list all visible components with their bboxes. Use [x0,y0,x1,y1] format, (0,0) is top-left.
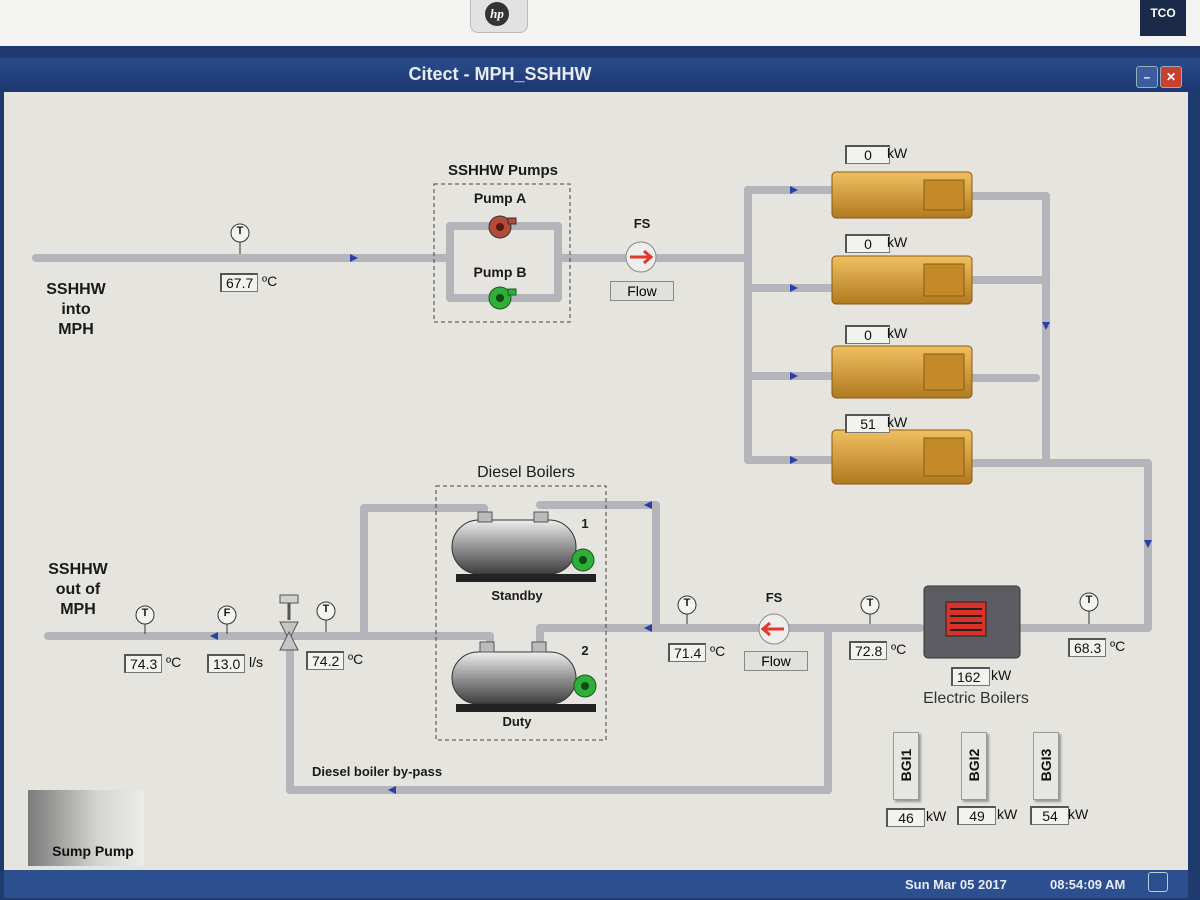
t-tag-inlet: T [236,225,244,237]
flow-arrows [210,186,1152,794]
bypass-label: Diesel boiler by-pass [312,764,443,779]
outlet-flow-unit: l/s [249,654,263,670]
f-tag-outlet: F [223,607,231,619]
eb-in-temp-unit: ºC [891,641,907,657]
generator-3-icon [831,345,973,399]
boiler-duty-label: Duty [502,714,532,729]
pump-a-label: Pump A [473,190,527,206]
t-tag-eb-out: T [1085,594,1093,606]
outlet-temp-unit: ºC [166,654,182,670]
eb-out-temp-value: 68.3 [1068,638,1107,657]
pump-b-icon[interactable] [488,286,517,310]
bgi2-kw-unit: kW [997,806,1018,822]
pump-b-label: Pump B [473,264,527,280]
standby-return-pipe [536,501,660,632]
generator-1-icon [831,171,973,219]
return-temp-unit: ºC [710,643,726,659]
title-bar [0,58,1200,92]
bypass-pipe [286,624,832,794]
pumps-group-box [433,183,571,323]
boiler-standby-label: Standby [491,588,543,603]
outlet-pipe [44,632,494,652]
boiler-duty-icon[interactable] [451,641,597,712]
boiler2-number: 2 [581,643,589,658]
flow-switch-top-icon[interactable] [625,241,657,273]
fs-bottom-label: FS [765,590,783,605]
gen4-kw-value: 51 [845,414,890,433]
gen2-kw-unit: kW [887,234,908,250]
restore-icon[interactable] [1148,872,1168,892]
gen3-kw-value: 0 [845,325,890,344]
t-tag-valve: T [322,603,330,615]
pumps-group-label: SSHHW Pumps [447,162,558,179]
bgi2-kw-value: 49 [957,806,996,825]
bgi2-button[interactable]: BGI2 [961,732,987,800]
boiler-standby-icon[interactable] [451,511,596,582]
gen1-kw-value: 0 [845,145,890,164]
hp-logo: hp [470,0,528,33]
close-button[interactable]: ✕ [1160,66,1182,88]
status-date: Sun Mar 05 2017 [905,877,1007,892]
bgi1-label: BGI1 [898,748,914,782]
status-time: 08:54:09 AM [1050,877,1126,892]
flow-bottom-button[interactable]: Flow [744,651,808,671]
sshhw-into-label: SSHHW into MPH [46,281,106,338]
control-valve-icon[interactable] [279,594,299,651]
bgi3-button[interactable]: BGI3 [1033,732,1059,800]
flow-top-button[interactable]: Flow [610,281,674,301]
bgi2-label: BGI2 [966,748,982,782]
sshhw-out-label: SSHHW out of MPH [48,561,108,618]
diesel-boilers-label: Diesel Boilers [477,464,575,481]
status-bar [4,870,1188,898]
pump-a-icon[interactable] [488,215,517,239]
bgi1-button[interactable]: BGI1 [893,732,919,800]
gen1-kw-unit: kW [887,145,908,161]
eb-out-temp-unit: ºC [1110,638,1126,654]
bgi3-kw-value: 54 [1030,806,1069,825]
bgi1-kw-unit: kW [926,808,947,824]
tco-logo: TCO [1140,0,1186,36]
generator-4-icon [831,429,973,485]
eb-power-value: 162 [951,667,990,686]
bgi3-kw-unit: kW [1068,806,1089,822]
valve-temp-unit: ºC [348,651,364,667]
t-tag-eb-in: T [866,597,874,609]
bgi3-label: BGI3 [1038,748,1054,782]
pipe-network [32,186,1152,794]
valve-temp-value: 74.2 [306,651,345,670]
gen2-kw-value: 0 [845,234,890,253]
sump-pump-button[interactable] [28,790,144,866]
flow-switch-bottom-icon[interactable] [758,613,790,645]
electric-boilers-label: Electric Boilers [923,690,1029,707]
gen4-kw-unit: kW [887,414,908,430]
eb-in-temp-value: 72.8 [849,641,888,660]
outlet-temp-value: 74.3 [124,654,163,673]
monitor-bezel [0,0,1200,46]
fs-top-label: FS [633,216,651,231]
electric-boiler-icon[interactable] [923,585,1021,659]
return-temp-value: 71.4 [668,643,707,662]
bgi1-kw-value: 46 [886,808,925,827]
generator-2-icon [831,255,973,305]
t-tag-return: T [683,597,691,609]
inlet-temp-unit: ºC [262,273,278,289]
t-tag-outlet: T [141,607,149,619]
temp-sensor-icons [135,223,1099,634]
sump-pump-label: Sump Pump [52,843,134,859]
outlet-flow-value: 13.0 [207,654,246,673]
gen3-kw-unit: kW [887,325,908,341]
minimize-button[interactable]: – [1136,66,1158,88]
gen-manifold-right [964,192,1050,464]
inlet-temp-value: 67.7 [220,273,259,292]
eb-power-unit: kW [991,667,1012,683]
diesel-boilers-group-box [435,485,607,741]
boiler1-number: 1 [581,516,589,531]
window-title: Citect - MPH_SSHHW [408,64,592,84]
